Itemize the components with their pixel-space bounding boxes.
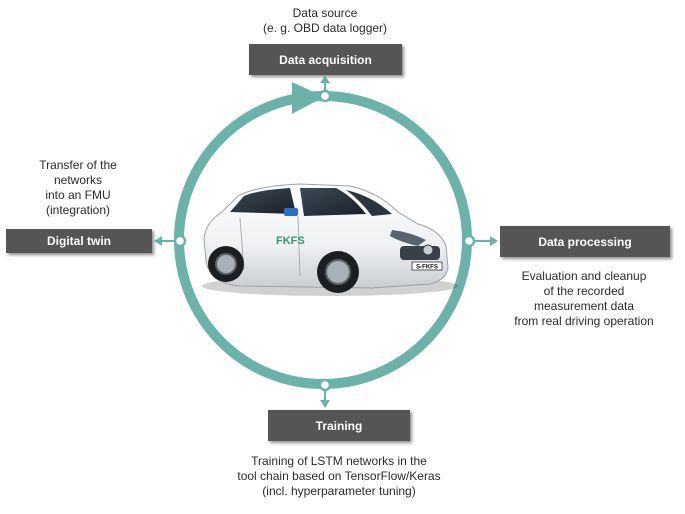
car-icon: S·FKFS FKFS	[202, 183, 458, 296]
node-processing	[462, 234, 476, 248]
caption-line: (incl. hyperparameter tuning)	[262, 484, 416, 498]
node-twin	[173, 234, 187, 248]
caption-line: networks	[53, 173, 103, 187]
caption-line: of the recorded	[543, 284, 625, 298]
connector-acquisition-arrow	[320, 76, 330, 83]
connector-training-arrow	[320, 400, 330, 408]
training-label: Training	[315, 418, 363, 433]
digital-twin-box: Digital twin	[6, 229, 152, 253]
data-acquisition-box: Data acquisition	[249, 44, 402, 75]
connector-twin-arrow	[154, 236, 162, 246]
license-plate: S·FKFS	[416, 265, 438, 271]
node-training	[318, 378, 332, 392]
digital-twin-caption: Transfer of the networks into an FMU (in…	[8, 158, 148, 218]
caption-line: (e. g. OBD data logger)	[262, 21, 388, 35]
data-processing-caption: Evaluation and cleanup of the recorded m…	[484, 269, 684, 329]
caption-line: Transfer of the	[39, 158, 117, 172]
caption-line: Evaluation and cleanup	[521, 269, 647, 283]
caption-line: tool chain based on TensorFlow/Keras	[237, 469, 441, 483]
training-box: Training	[268, 410, 410, 441]
car-brand-text: FKFS	[276, 235, 305, 247]
data-processing-box: Data processing	[500, 226, 670, 257]
caption-line: (integration)	[45, 203, 111, 217]
caption-line: into an FMU	[45, 188, 111, 202]
caption-line: measurement data	[533, 299, 635, 313]
connector-processing-arrow	[490, 236, 498, 246]
data-acquisition-caption: Data source (e. g. OBD data logger)	[250, 6, 400, 36]
data-acquisition-label: Data acquisition	[279, 52, 372, 67]
caption-line: Data source	[292, 6, 358, 20]
training-caption: Training of LSTM networks in the tool ch…	[204, 454, 474, 499]
cycle-arrowhead	[292, 82, 324, 114]
node-acquisition	[318, 89, 332, 103]
caption-line: from real driving operation	[514, 314, 654, 328]
digital-twin-label: Digital twin	[47, 234, 111, 248]
data-processing-label: Data processing	[538, 234, 632, 249]
caption-line: Training of LSTM networks in the	[251, 454, 427, 468]
